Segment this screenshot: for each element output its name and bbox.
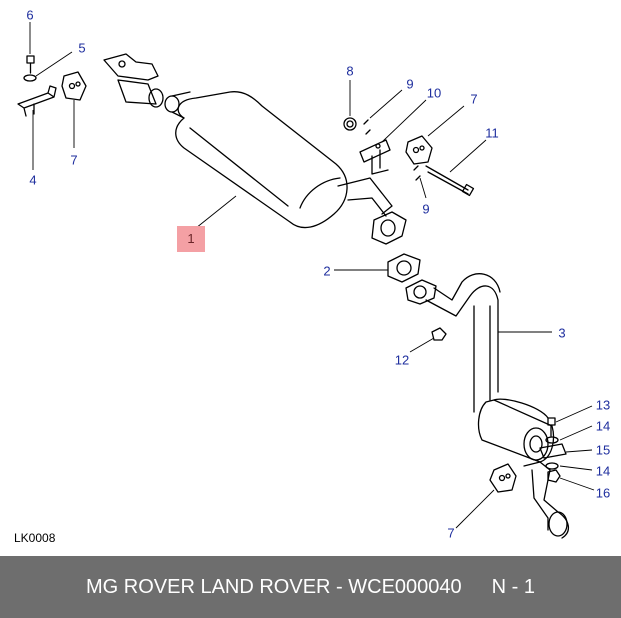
callout-7-middle[interactable]: 7 bbox=[470, 91, 478, 107]
bolt-part bbox=[26, 55, 35, 74]
washer-part bbox=[23, 74, 37, 82]
callout-12[interactable]: 12 bbox=[394, 352, 410, 368]
callout-10[interactable]: 10 bbox=[426, 85, 442, 101]
highlighted-callout-box bbox=[177, 226, 205, 252]
callout-7-top[interactable]: 7 bbox=[70, 152, 78, 168]
callout-6[interactable]: 6 bbox=[26, 7, 34, 23]
bracket-part bbox=[17, 85, 57, 117]
callout-13[interactable]: 13 bbox=[595, 397, 611, 413]
callout-8[interactable]: 8 bbox=[346, 63, 354, 79]
footer-page: N - 1 bbox=[491, 575, 535, 598]
clamp-part bbox=[539, 443, 567, 459]
main-silencer-part bbox=[164, 91, 407, 245]
callout-15[interactable]: 15 bbox=[595, 442, 611, 458]
callout-11[interactable]: 11 bbox=[485, 125, 499, 141]
rear-silencer-part bbox=[477, 398, 569, 539]
callout-14-top[interactable]: 14 bbox=[595, 418, 611, 434]
callout-9-top[interactable]: 9 bbox=[406, 76, 414, 92]
clip-part bbox=[413, 165, 421, 181]
callout-3[interactable]: 3 bbox=[558, 325, 566, 341]
washer-part bbox=[545, 462, 559, 470]
nut-part bbox=[547, 469, 561, 483]
gasket-part bbox=[387, 253, 421, 283]
washer-part bbox=[545, 436, 559, 444]
front-pipe-part bbox=[103, 53, 164, 108]
footer-bar: MG ROVER LAND ROVER - WCE000040 N - 1 bbox=[0, 556, 621, 618]
leader-lines bbox=[29, 22, 595, 529]
hanger-bracket-part bbox=[359, 139, 391, 175]
callout-16[interactable]: 16 bbox=[595, 485, 611, 501]
rubber-mount-part bbox=[405, 135, 433, 165]
exhaust-system-diagram bbox=[17, 22, 595, 539]
tail-pipe-part bbox=[405, 273, 501, 413]
highlighted-callout-1[interactable]: 1 bbox=[187, 231, 195, 246]
rubber-mount-part bbox=[489, 463, 517, 493]
callout-2[interactable]: 2 bbox=[323, 263, 331, 279]
callout-9-bottom[interactable]: 9 bbox=[422, 201, 430, 217]
footer-title: MG ROVER LAND ROVER - WCE000040 bbox=[86, 575, 462, 598]
callout-4[interactable]: 4 bbox=[29, 172, 37, 188]
callout-14-bottom[interactable]: 14 bbox=[595, 463, 611, 479]
grommet-part bbox=[343, 117, 357, 131]
clip-part bbox=[363, 119, 371, 135]
bolt-part bbox=[547, 417, 556, 437]
long-bolt-part bbox=[425, 165, 475, 197]
diagram-code: LK0008 bbox=[14, 531, 56, 545]
rubber-mount-part bbox=[61, 71, 87, 101]
callout-5[interactable]: 5 bbox=[78, 40, 86, 56]
callout-7-bottom[interactable]: 7 bbox=[447, 525, 455, 541]
